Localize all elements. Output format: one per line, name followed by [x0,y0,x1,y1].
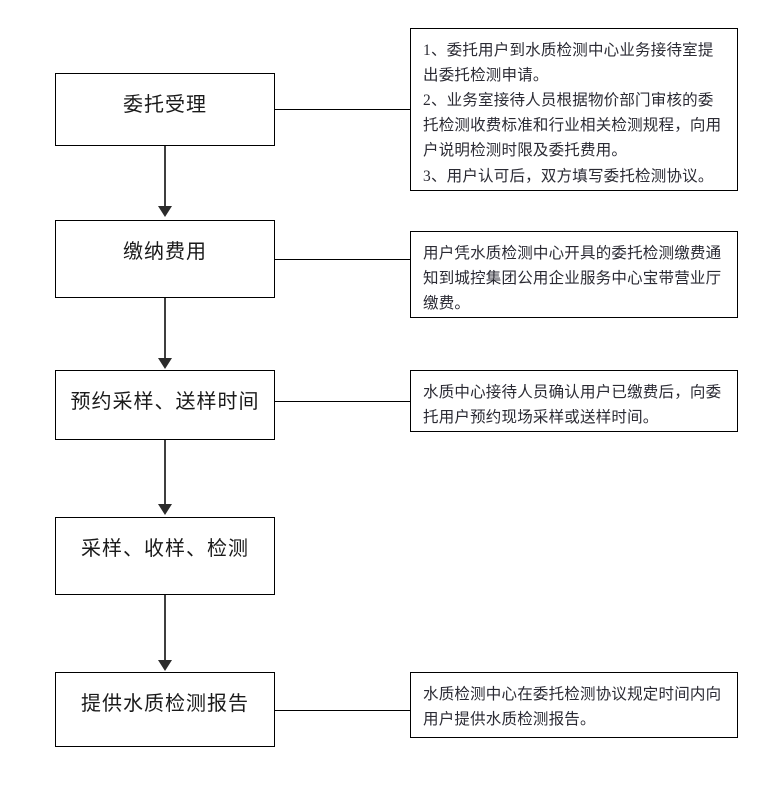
note-text-step-2: 用户凭水质检测中心开具的委托检测缴费通知到城控集团公用企业服务中心宝带营业厅缴费… [423,245,722,313]
process-label-step-2: 缴纳费用 [123,239,207,263]
arrow-head-step-1-to-step-2 [158,206,172,217]
connector-step-5-to-note-5 [275,710,411,711]
arrow-head-step-4-to-step-5 [158,660,172,671]
process-label-step-5: 提供水质检测报告 [81,691,249,715]
process-box-step-3[interactable]: 预约采样、送样时间 [55,370,275,440]
note-box-step-3[interactable]: 水质中心接待人员确认用户已缴费后，向委托用户预约现场采样或送样时间。 [410,370,738,432]
arrow-head-step-3-to-step-4 [158,504,172,515]
process-label-step-4: 采样、收样、检测 [81,536,249,560]
arrow-head-step-2-to-step-3 [158,358,172,369]
note-box-step-2[interactable]: 用户凭水质检测中心开具的委托检测缴费通知到城控集团公用企业服务中心宝带营业厅缴费… [410,231,738,318]
process-box-step-5[interactable]: 提供水质检测报告 [55,672,275,747]
process-label-step-3: 预约采样、送样时间 [70,389,260,413]
process-box-step-4[interactable]: 采样、收样、检测 [55,517,275,595]
note-text-step-1: 1、委托用户到水质检测中心业务接待室提出委托检测申请。 2、业务室接待人员根据物… [423,42,722,185]
process-box-step-1[interactable]: 委托受理 [55,73,275,146]
connector-step-2-to-note-2 [275,259,411,260]
arrow-line-step-1-to-step-2 [164,146,166,208]
connector-step-1-to-note-1 [275,109,411,110]
arrow-line-step-2-to-step-3 [164,298,166,360]
arrow-line-step-3-to-step-4 [164,440,166,506]
note-text-step-3: 水质中心接待人员确认用户已缴费后，向委托用户预约现场采样或送样时间。 [423,384,722,427]
process-box-step-2[interactable]: 缴纳费用 [55,220,275,298]
note-text-step-5: 水质检测中心在委托检测协议规定时间内向用户提供水质检测报告。 [423,686,722,729]
note-box-step-1[interactable]: 1、委托用户到水质检测中心业务接待室提出委托检测申请。 2、业务室接待人员根据物… [410,28,738,191]
arrow-line-step-4-to-step-5 [164,595,166,667]
note-box-step-5[interactable]: 水质检测中心在委托检测协议规定时间内向用户提供水质检测报告。 [410,672,738,738]
connector-step-3-to-note-3 [275,401,411,402]
process-label-step-1: 委托受理 [123,92,207,116]
